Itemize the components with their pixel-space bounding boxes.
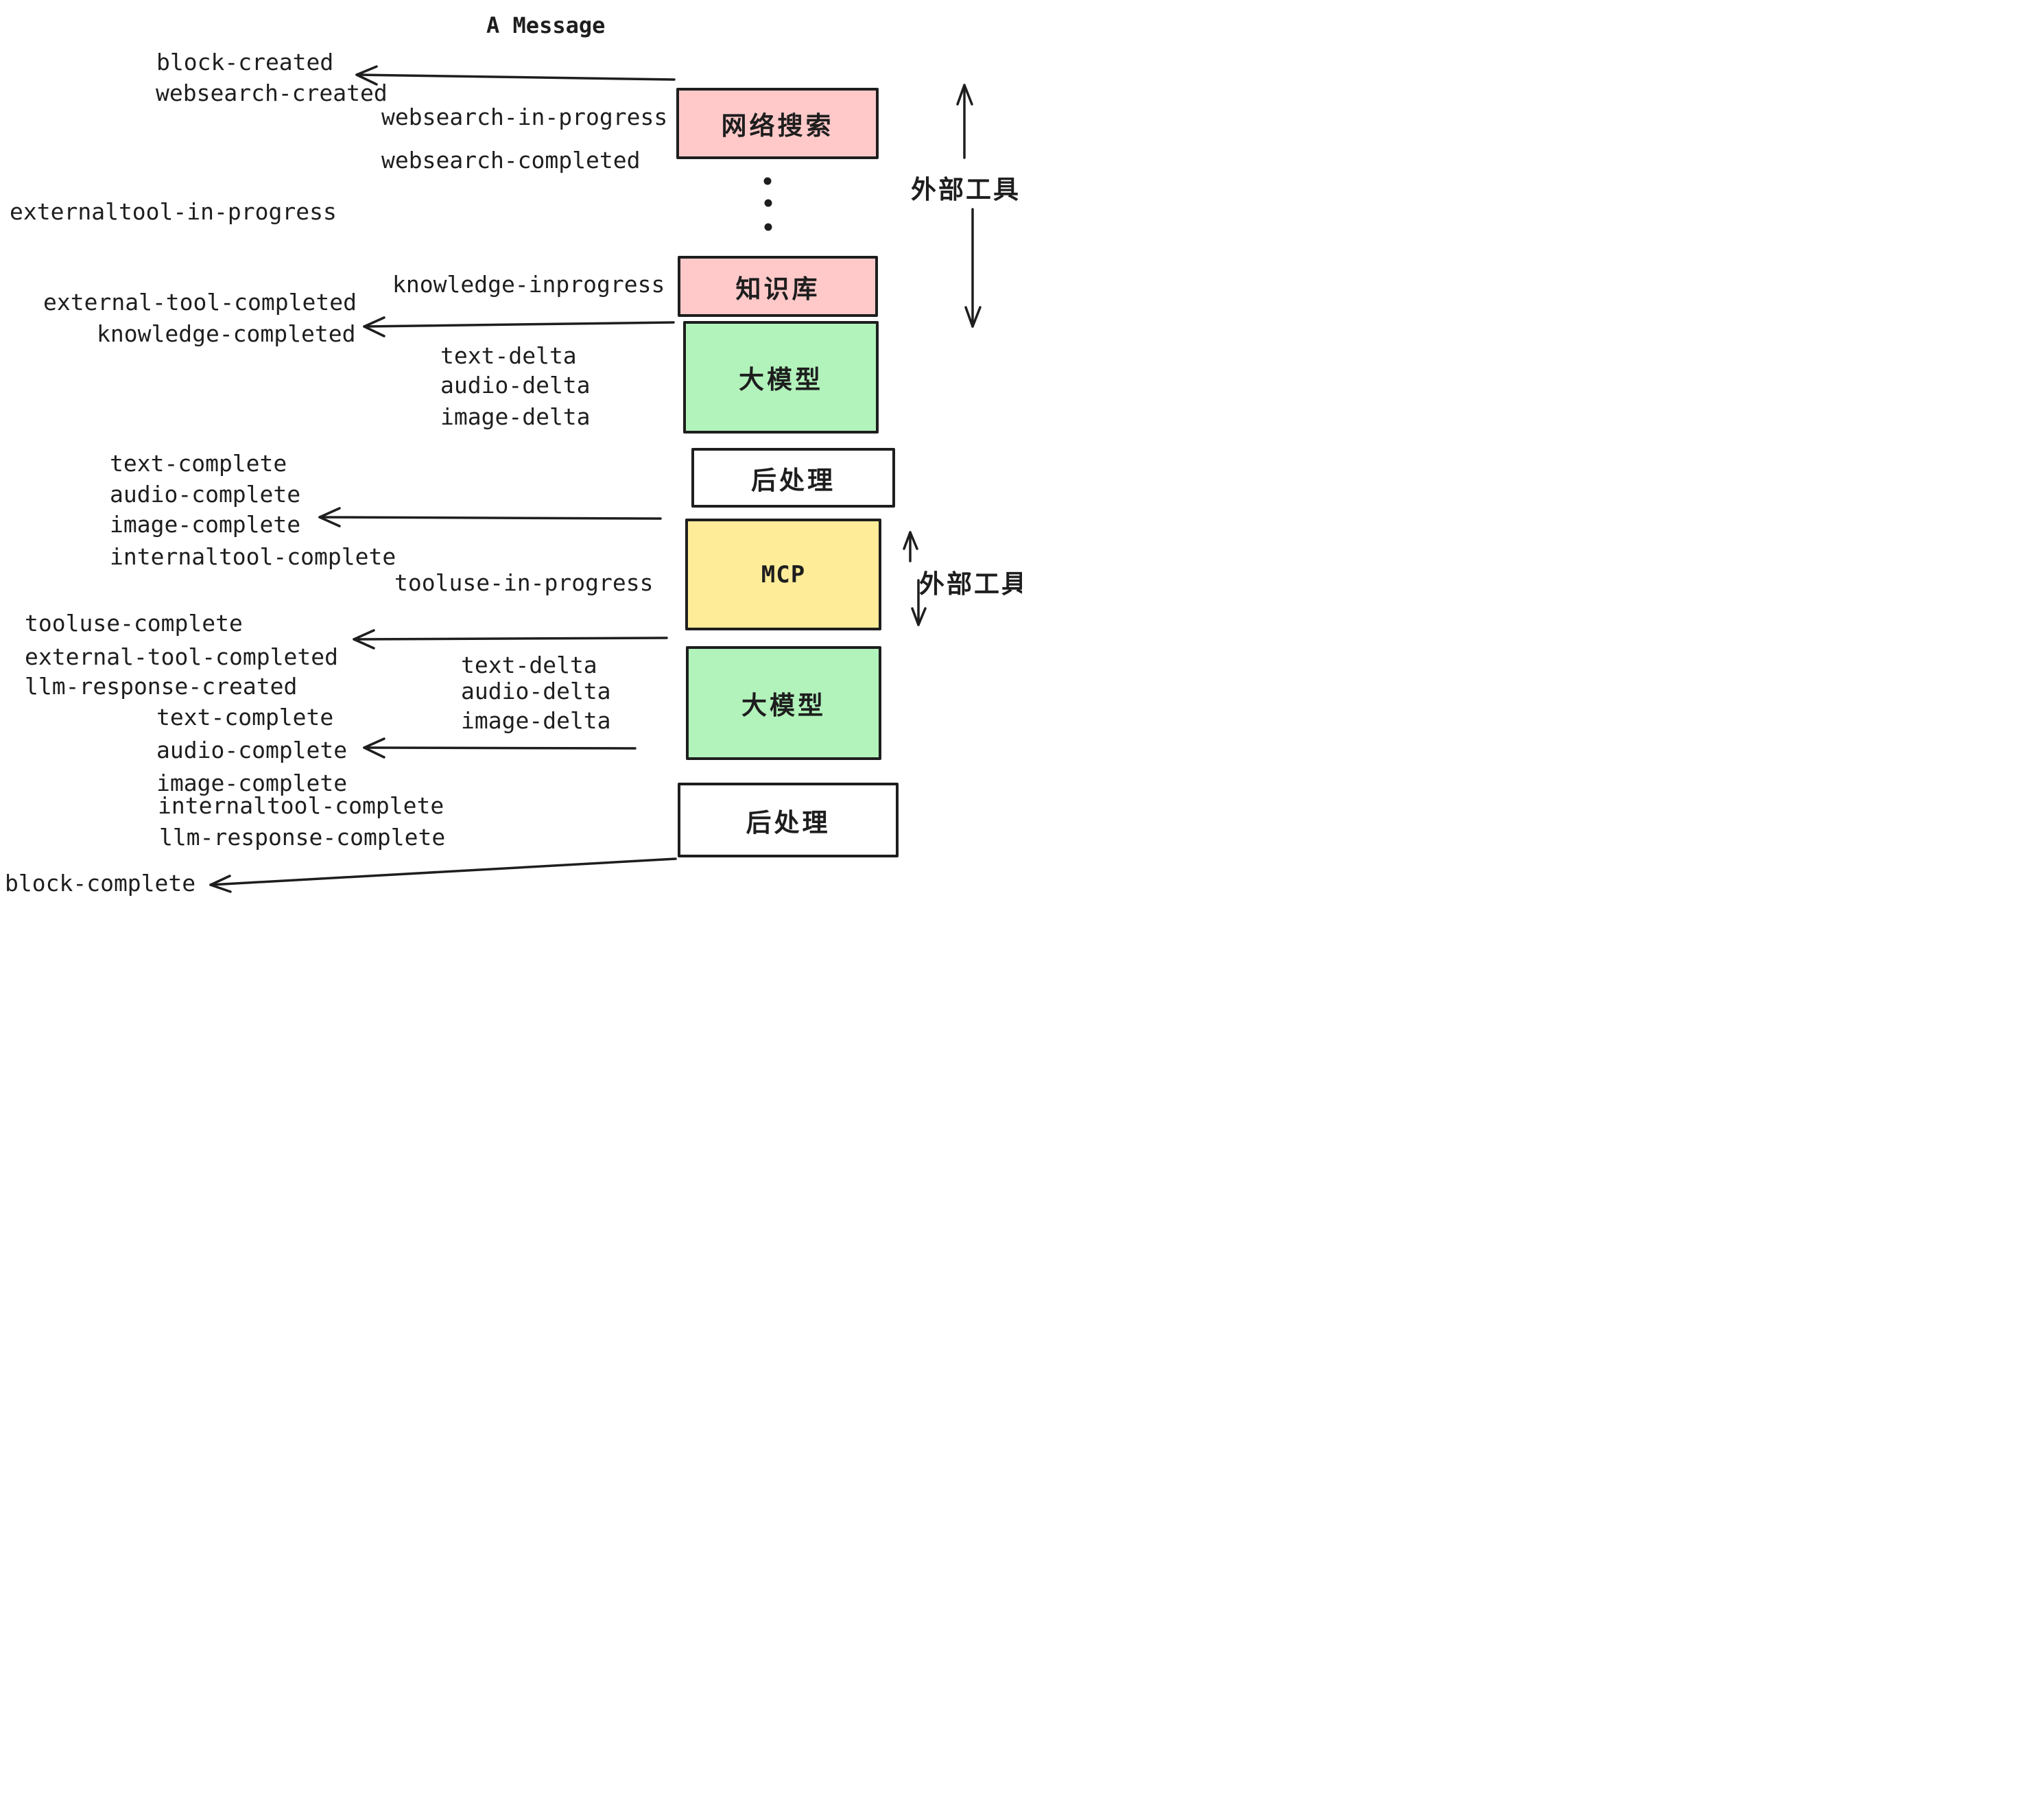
box-postprocess-1: 后处理 [691, 448, 895, 508]
event-image-delta-2: image-delta [461, 707, 611, 734]
external-tools-up-arrow-icon [956, 84, 973, 159]
event-image-complete-2: image-complete [156, 770, 348, 796]
event-audio-delta-2: audio-delta [461, 678, 611, 704]
box-postprocess-1-label: 后处理 [751, 465, 835, 495]
event-internaltool-complete: internaltool-complete [110, 543, 396, 570]
event-tooluse-in-progress: tooluse-in-progress [394, 569, 654, 596]
event-llm-response-created: llm-response-created [25, 673, 298, 700]
event-knowledge-inprogress: knowledge-inprogress [392, 271, 665, 298]
event-llm-response-complete: llm-response-complete [159, 824, 446, 851]
external-tools-label-top: 外部工具 [911, 175, 1021, 204]
box-knowledge-label: 知识库 [735, 274, 820, 304]
diagram-canvas: A Message block-created websearch-create… [0, 0, 1022, 902]
box-llm-2-label: 大模型 [741, 691, 826, 720]
box-mcp-label: MCP [761, 560, 806, 589]
page-title: A Message [486, 12, 606, 38]
event-text-delta: text-delta [440, 342, 577, 369]
event-knowledge-completed: knowledge-completed [97, 320, 356, 347]
box-knowledge: 知识库 [678, 256, 878, 317]
event-websearch-in-progress: websearch-in-progress [381, 104, 668, 130]
box-mcp: MCP [685, 519, 881, 630]
event-image-delta: image-delta [440, 403, 591, 430]
event-audio-complete: audio-complete [110, 481, 301, 508]
box-postprocess-2-label: 后处理 [746, 807, 831, 838]
box-websearch-label: 网络搜索 [721, 111, 834, 141]
event-external-tool-completed: external-tool-completed [43, 289, 357, 316]
box-llm-2: 大模型 [686, 646, 881, 760]
block-complete-arrow-icon [209, 857, 677, 893]
event-text-complete-2: text-complete [156, 704, 334, 731]
audio-complete-arrow-icon [363, 737, 637, 759]
box-postprocess-2: 后处理 [678, 783, 899, 857]
external-tools-down-arrow-icon [964, 208, 982, 328]
external-tools-label-mcp: 外部工具 [919, 569, 1022, 599]
knowledge-completed-arrow-icon [363, 316, 675, 337]
tooluse-complete-arrow-icon [353, 629, 668, 650]
event-websearch-created: websearch-created [156, 80, 388, 106]
box-llm-1-label: 大模型 [739, 365, 823, 394]
block-created-arrow-icon [355, 65, 676, 86]
event-block-complete: block-complete [5, 870, 196, 897]
box-websearch: 网络搜索 [676, 88, 879, 159]
event-text-complete: text-complete [110, 450, 287, 477]
event-tooluse-complete: tooluse-complete [25, 610, 243, 637]
image-complete-arrow-icon [318, 507, 662, 527]
event-internaltool-complete-2: internaltool-complete [158, 792, 444, 819]
mcp-up-arrow-icon [903, 531, 918, 562]
event-text-delta-2: text-delta [461, 652, 597, 678]
event-audio-complete-2: audio-complete [156, 737, 348, 763]
event-block-created: block-created [156, 49, 334, 75]
box-llm-1: 大模型 [683, 321, 879, 434]
event-image-complete: image-complete [110, 511, 301, 538]
event-externaltool-in-progress: externaltool-in-progress [10, 198, 337, 225]
ellipsis-dots [763, 177, 772, 231]
event-audio-delta: audio-delta [440, 372, 591, 399]
event-websearch-completed: websearch-completed [381, 147, 641, 174]
event-external-tool-completed-2: external-tool-completed [25, 643, 338, 670]
